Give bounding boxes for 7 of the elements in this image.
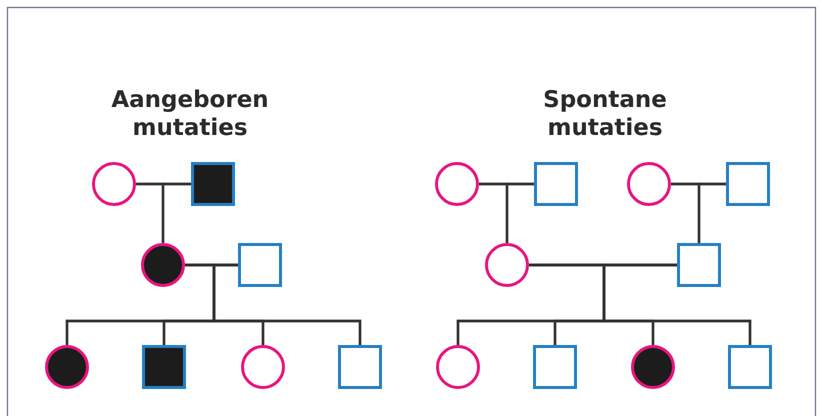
heading: Aangeboren mutaties [110,86,270,142]
pedigree-line [506,182,534,243]
pedigree-line [212,264,362,345]
pedigree-line [698,182,726,243]
pedigree-line [162,182,191,243]
heading: Spontane mutaties [542,86,668,142]
pedigree-line [602,264,752,345]
